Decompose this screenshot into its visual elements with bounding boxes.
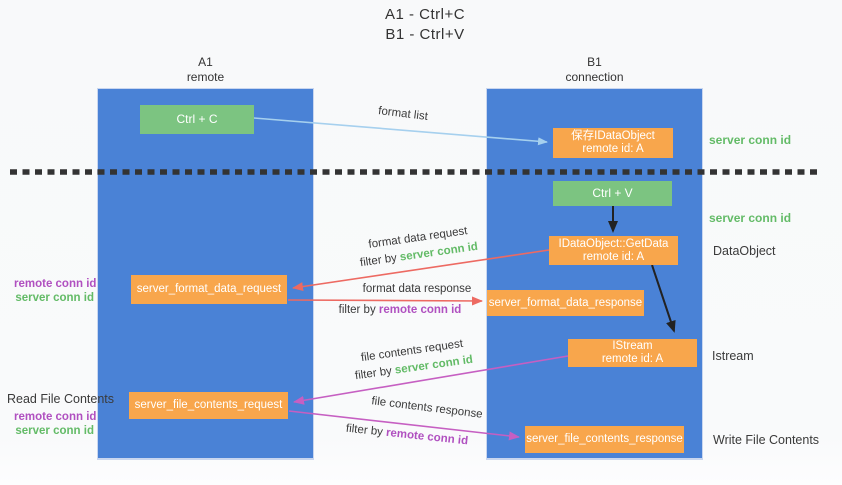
node-ctrl-c-label: Ctrl + C <box>176 112 218 126</box>
lane-header-b1: B1 connection <box>486 55 703 85</box>
server-conn-id-text: server conn id <box>709 211 792 225</box>
lane-header-a1: A1 remote <box>97 55 314 85</box>
node-getdata-line1: IDataObject::GetData <box>558 237 669 250</box>
label-format-data-response: format data response <box>357 283 477 295</box>
left-label-server-conn-id-lower: server conn id <box>14 425 94 437</box>
node-server-format-data-response: server_format_data_response <box>487 290 644 316</box>
node-server-file-contents-response: server_file_contents_response <box>525 426 684 453</box>
remote-conn-id-text: remote conn id <box>14 411 97 423</box>
lane-a1-name: A1 <box>198 55 213 69</box>
node-file-response-label: server_file_contents_response <box>526 433 683 445</box>
filter-by-text: filter by <box>359 251 401 270</box>
right-label-server-conn-id-mid: server conn id <box>709 211 791 225</box>
label-file-contents-response-text: file contents response <box>370 395 484 421</box>
write-file-contents-text: Write File Contents <box>713 433 820 447</box>
filter-by-text: filter by <box>338 304 379 316</box>
title-line-2: B1 - Ctrl+V <box>385 26 465 43</box>
label-filter-by-remote-conn-id-top: filter by remote conn id <box>330 304 470 316</box>
filter-by-text: filter by <box>354 364 396 383</box>
left-label-remote-conn-id-lower: remote conn id <box>14 411 97 423</box>
node-idataobject-getdata: IDataObject::GetData remote id: A <box>549 236 678 265</box>
filter-by-text: filter by <box>345 422 387 439</box>
left-label-remote-conn-id-upper: remote conn id <box>14 278 97 290</box>
node-format-request-label: server_format_data_request <box>136 283 282 295</box>
dataobject-text: DataObject <box>713 244 776 258</box>
right-label-istream: Istream <box>712 349 754 363</box>
label-format-list: format list <box>363 103 444 125</box>
lane-a1-subtitle: remote <box>186 70 225 84</box>
label-format-list-text: format list <box>377 105 429 123</box>
right-label-dataobject: DataObject <box>713 244 776 258</box>
node-istream-line2: remote id: A <box>601 353 664 365</box>
node-save-idataobject-line1: 保存IDataObject <box>571 130 655 142</box>
node-ctrl-v: Ctrl + V <box>553 181 672 206</box>
node-format-response-label: server_format_data_response <box>488 296 643 309</box>
istream-text: Istream <box>712 349 754 363</box>
lane-b1-subtitle: connection <box>565 70 624 84</box>
node-file-request-label: server_file_contents_request <box>134 399 283 411</box>
node-save-idataobject-line2: remote id: A <box>582 143 644 155</box>
format-data-response-arrow <box>287 296 483 306</box>
node-ctrl-v-label: Ctrl + V <box>592 186 633 200</box>
left-label-server-conn-id-upper: server conn id <box>14 292 94 304</box>
node-server-file-contents-request: server_file_contents_request <box>129 392 288 419</box>
label-filter-by-remote-conn-id-bottom: filter by remote conn id <box>337 422 477 449</box>
server-conn-id-text: server conn id <box>15 292 94 304</box>
read-file-contents-text: Read File Contents <box>7 392 115 406</box>
right-label-write-file-contents: Write File Contents <box>713 433 819 447</box>
server-conn-id-text: server conn id <box>709 133 792 147</box>
left-label-read-file-contents: Read File Contents <box>7 392 114 406</box>
remote-conn-id-text: remote conn id <box>385 426 469 448</box>
server-conn-id-text: server conn id <box>15 425 94 437</box>
title-line-1: A1 - Ctrl+C <box>384 6 466 23</box>
remote-conn-id-text: remote conn id <box>14 278 97 290</box>
node-server-format-data-request: server_format_data_request <box>131 275 287 304</box>
label-format-data-response-text: format data response <box>362 283 472 295</box>
node-istream-line1: IStream <box>612 340 653 352</box>
remote-conn-id-text: remote conn id <box>378 304 462 316</box>
node-save-idataobject: 保存IDataObject remote id: A <box>553 128 673 158</box>
node-ctrl-c: Ctrl + C <box>140 105 254 134</box>
right-label-server-conn-id-top: server conn id <box>709 133 791 147</box>
node-istream: IStream remote id: A <box>568 339 697 367</box>
diagram-title: A1 - Ctrl+C B1 - Ctrl+V <box>280 5 570 45</box>
lane-b1-name: B1 <box>587 55 602 69</box>
label-file-contents-response: file contents response <box>362 394 492 422</box>
node-getdata-line2: remote id: A <box>582 250 645 263</box>
